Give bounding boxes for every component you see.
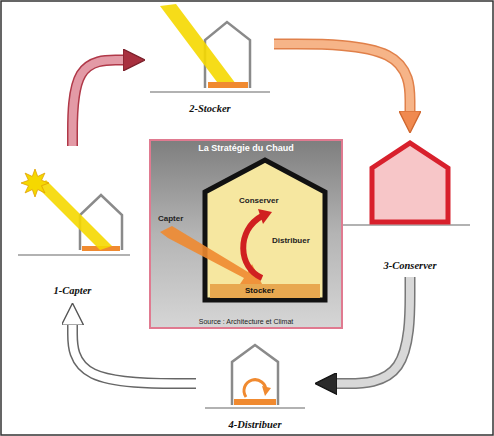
arrow-outline: [73, 324, 197, 384]
strategy-panel-art: [150, 140, 342, 328]
panel-label: Distribuer: [271, 236, 311, 245]
panel-label: Capter: [157, 214, 184, 223]
strategy-panel: La Stratégie du ChaudSource : Architectu…: [150, 140, 342, 328]
arrow-body: [274, 44, 410, 112]
cycle-arrow: [274, 44, 410, 112]
stage-label: 4-Distribuer: [228, 419, 281, 430]
distribuer-icon: [205, 345, 305, 408]
arrow-outline: [336, 277, 410, 384]
capter-icon: [18, 169, 130, 255]
arrow-outline: [73, 60, 125, 146]
cycle-arrow: [73, 60, 125, 146]
stage-node: 3-Conserver: [355, 138, 465, 273]
stage-node: 2-Stocker: [150, 4, 270, 116]
arrow-outline: [274, 44, 410, 112]
panel-label: Stocker: [244, 286, 275, 295]
cycle-arrow: [73, 324, 197, 384]
conserver-icon: [342, 143, 470, 225]
panel-title: La Stratégie du Chaud: [198, 143, 294, 153]
cycle-arrow: [336, 277, 410, 384]
arrow-body: [336, 277, 410, 384]
arrow-body: [73, 324, 197, 384]
panel-label: Conserver: [238, 196, 280, 205]
stocker-icon: [150, 4, 270, 92]
arrow-body: [73, 60, 125, 146]
stage-label: 2-Stocker: [189, 103, 230, 114]
stage-label: 3-Conserver: [383, 260, 436, 271]
source-note: Source : Architecture et Climat: [199, 318, 294, 325]
stage-label: 1-Capter: [54, 285, 92, 296]
stage-node: 1-Capter: [15, 150, 130, 298]
stage-node: 4-Distribuer: [200, 335, 310, 432]
